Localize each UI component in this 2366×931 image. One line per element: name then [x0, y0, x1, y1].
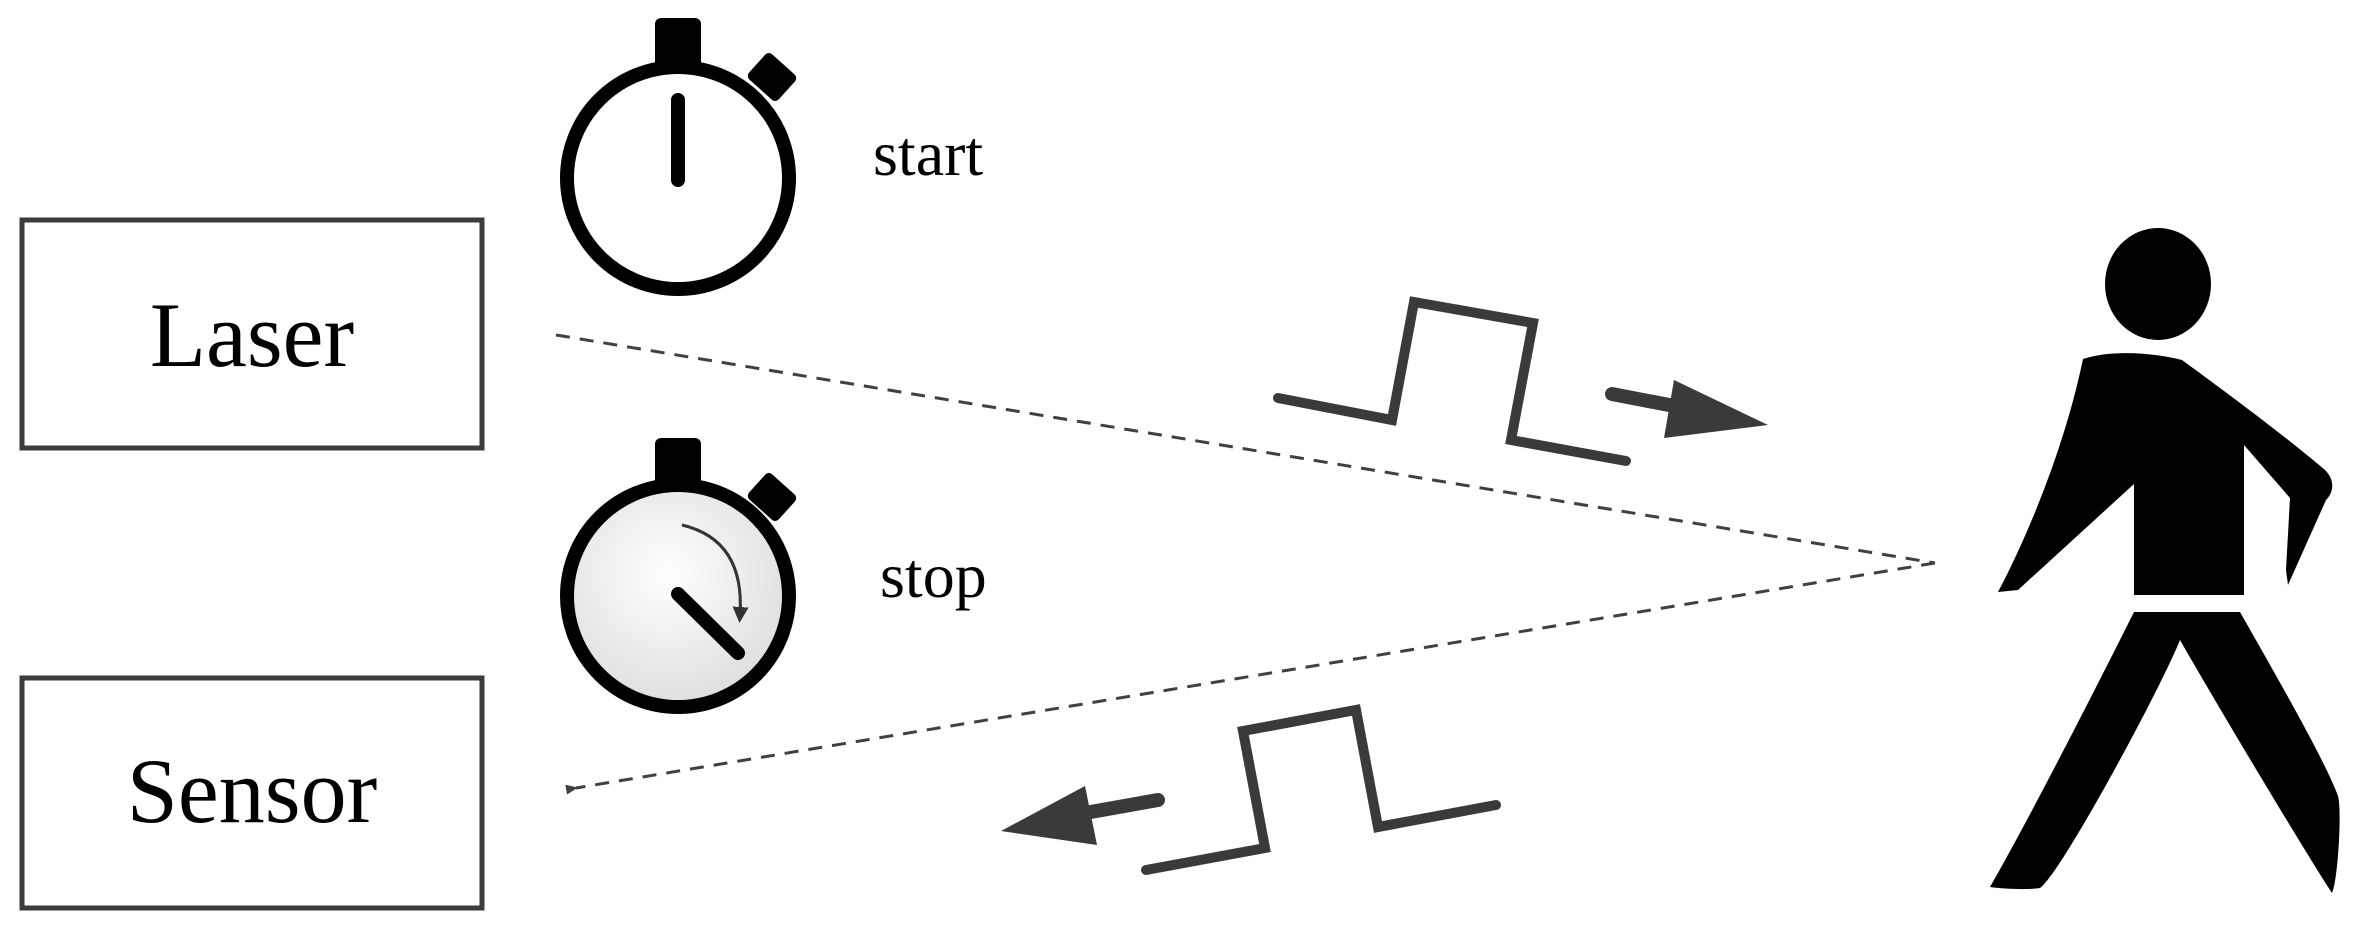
laser-label: Laser [150, 284, 354, 386]
laser-box: Laser [19, 217, 485, 451]
stop-label: stop [880, 540, 987, 611]
outgoing-arrow [1605, 380, 1768, 438]
stopwatch-running-icon [560, 438, 797, 714]
return-arrow [1001, 786, 1165, 845]
sensor-label: Sensor [127, 740, 377, 842]
sensor-box: Sensor [19, 675, 485, 911]
outgoing-pulse [1273, 296, 1631, 466]
stopwatch-icon [560, 18, 797, 296]
return-beam [565, 561, 1936, 795]
start-label: start [873, 118, 983, 189]
pedestrian-icon [1990, 228, 2340, 893]
return-pulse [1141, 704, 1501, 875]
outgoing-beam [555, 333, 1936, 565]
